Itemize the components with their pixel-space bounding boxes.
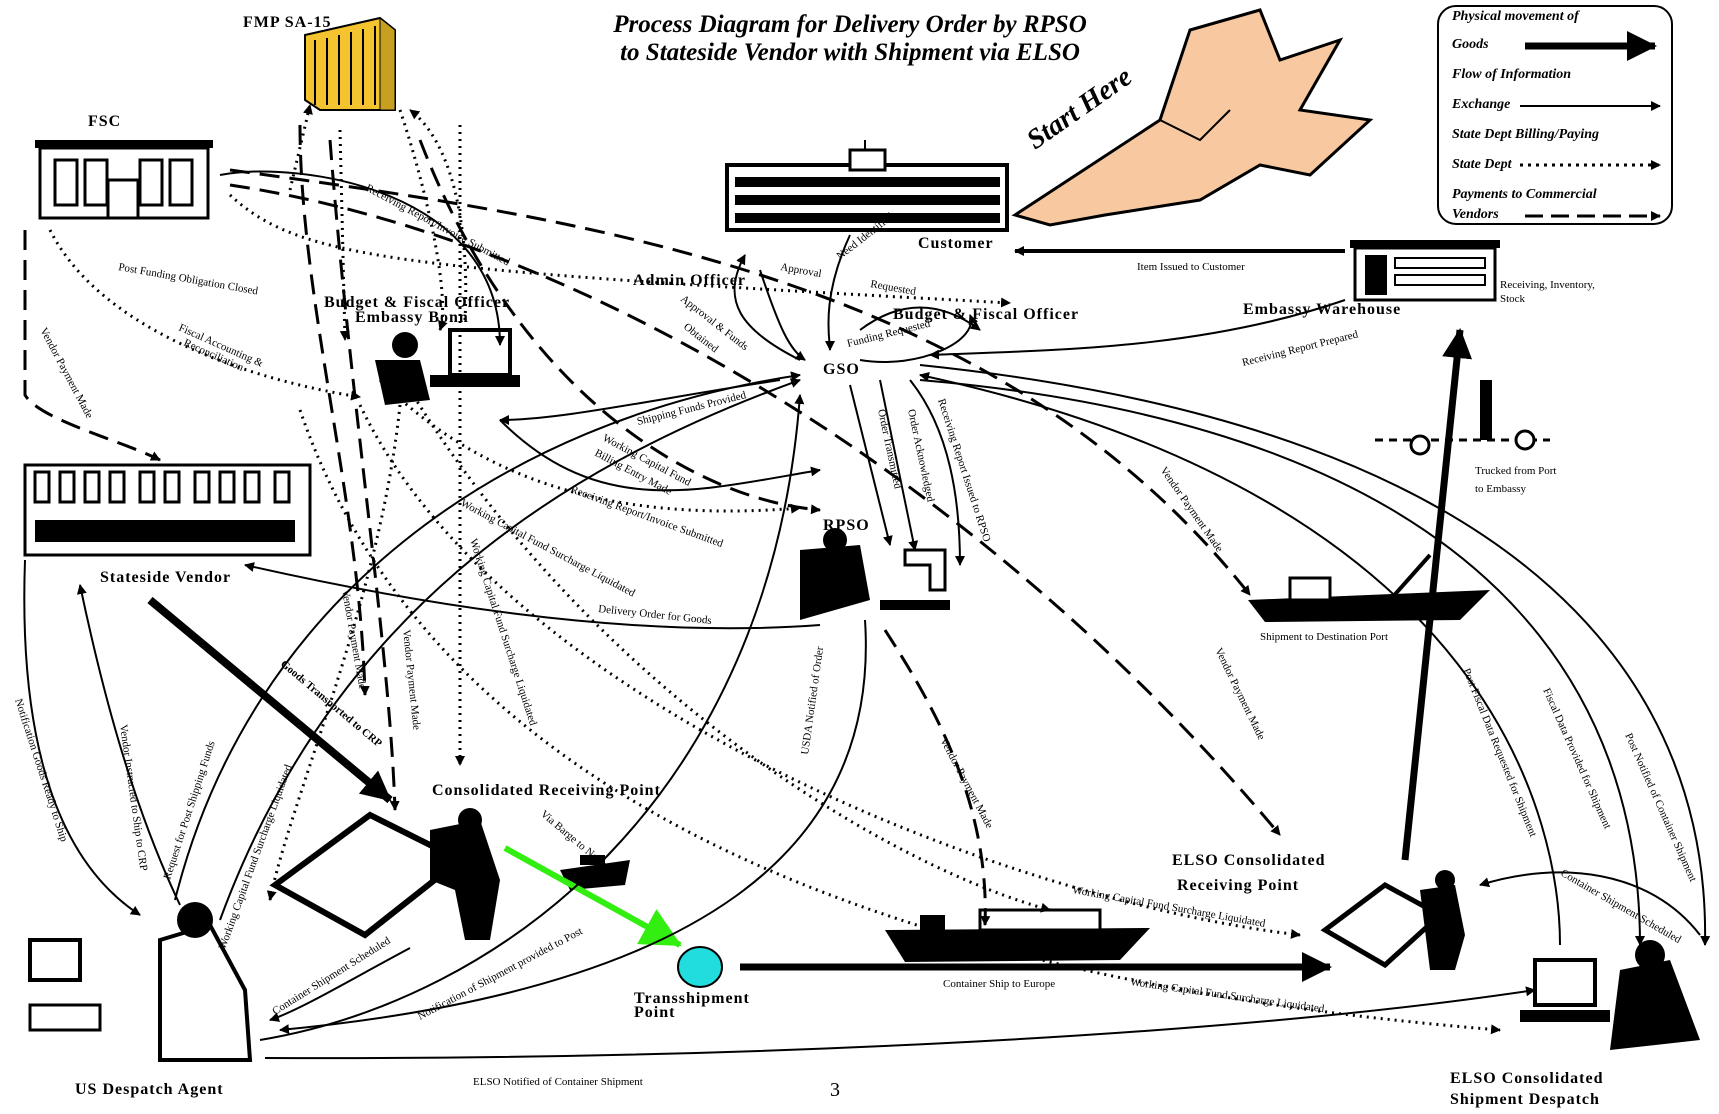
- node-transship-line2: Point: [634, 1004, 675, 1021]
- legend-state-line1: State Dept Billing/Paying: [1452, 127, 1599, 142]
- worker-at-computer-icon: [30, 902, 250, 1060]
- label-receiving-report-prepared: Receiving Report Prepared: [1241, 328, 1360, 369]
- node-budget-embassy-line2: Embassy Bonn: [355, 309, 469, 326]
- cargo-worker-icon: [1325, 870, 1465, 970]
- arrow-delivery-order: [245, 565, 820, 628]
- office-building-icon: [305, 18, 395, 110]
- truck-icon: [1375, 380, 1550, 454]
- label-approval: Approval: [779, 261, 822, 280]
- label-container-scheduled-l: Container Shipment Scheduled: [270, 935, 393, 1018]
- legend: Physical movement of Goods Flow of Infor…: [1438, 6, 1672, 224]
- label-vendor-payment-a: Vendor Payment Made: [400, 629, 422, 731]
- cargo-worker-icon: [275, 808, 500, 940]
- label-receiving-inventory-line2: Stock: [1500, 293, 1526, 305]
- legend-info-line1: Flow of Information: [1451, 67, 1571, 82]
- worker-at-computer-icon: [375, 330, 520, 405]
- worker-at-computer-icon: [1520, 940, 1700, 1050]
- arrow-vendor-payment-d: [230, 185, 1280, 835]
- node-stateside: Stateside Vendor: [100, 569, 231, 586]
- node-elso-crp-line1: ELSO Consolidated: [1172, 852, 1325, 869]
- label-request-funds: Request for Post Shipping Funds: [161, 739, 217, 880]
- legend-goods-line2: Goods: [1452, 37, 1489, 52]
- label-elso-notified: ELSO Notified of Container Shipment: [473, 1076, 643, 1088]
- fsc-building-icon: [35, 140, 213, 218]
- label-vendor-payment-c: Vendor Payment Made: [937, 736, 995, 831]
- legend-info-line2: Exchange: [1451, 97, 1510, 112]
- node-elso-csd-line1: ELSO Consolidated: [1450, 1070, 1603, 1087]
- label-container-scheduled-r: Container Shipment Scheduled: [1559, 867, 1684, 946]
- label-goods-transported: Goods Transported to CRP: [278, 658, 384, 750]
- label-notification-shipment: Notification of Shipment provided to Pos…: [416, 925, 585, 1022]
- label-receiving-report-invoice: Receiving Report/Invoice Submitted: [569, 484, 725, 551]
- ship-icon: [1248, 555, 1490, 622]
- label-order-transmitted: Order Transmitted: [875, 408, 904, 490]
- node-us-agent: US Despatch Agent: [75, 1081, 224, 1098]
- arrow-approval-funds: [760, 270, 805, 360]
- warehouse-icon: [1350, 240, 1500, 300]
- label-receiving-inventory-line1: Receiving, Inventory,: [1500, 279, 1595, 291]
- label-receiving-report-rpso: Receiving Report Issued to RPSO: [935, 397, 993, 543]
- label-vendor-instructed: Vendor Instructed to Ship to CRP: [117, 724, 149, 872]
- arrow-container-scheduled-l: [270, 948, 410, 1020]
- label-wcf-surcharge-5: Working Capital Fund Surcharge Liquidate…: [1130, 976, 1326, 1015]
- node-fsc: FSC: [88, 113, 121, 130]
- legend-state-line2: State Dept: [1452, 157, 1513, 172]
- node-crp: Consolidated Receiving Point: [432, 782, 661, 799]
- diagram-title-line2: to Stateside Vendor with Shipment via EL…: [620, 39, 1080, 66]
- node-fmp: FMP SA-15: [243, 14, 332, 31]
- node-gso: GSO: [823, 361, 860, 378]
- node-warehouse: Embassy Warehouse: [1243, 301, 1401, 318]
- label-container-ship: Container Ship to Europe: [943, 978, 1055, 990]
- node-elso-crp-line2: Receiving Point: [1177, 877, 1299, 894]
- label-wcf-surcharge-3: Working Capital Fund Surcharge Liquidate…: [217, 763, 295, 951]
- label-trucked-line2: to Embassy: [1475, 483, 1527, 495]
- node-elso-csd-line2: Shipment Despatch: [1450, 1091, 1600, 1108]
- transshipment-point-icon: [678, 947, 722, 987]
- legend-vendors-line2: Vendors: [1452, 207, 1499, 222]
- worker-at-computer-icon: [800, 528, 950, 620]
- start-here-label: Start Here: [1021, 61, 1138, 156]
- node-rpso: RPSO: [823, 517, 870, 534]
- label-notification-goods: Notification Goods Ready to Ship: [12, 697, 70, 844]
- label-via-barge: Via Barge to Norfolk: [538, 808, 617, 877]
- label-vendor-payment-mid: Vendor Payment Made: [339, 588, 368, 689]
- label-trucked-line1: Trucked from Port: [1475, 465, 1556, 477]
- label-vendor-payment-fsc: Vendor Payment Made: [37, 326, 95, 421]
- vendor-building-icon: [25, 465, 310, 555]
- label-post-funding: Post Funding Obligation Closed: [117, 261, 259, 297]
- label-vendor-payment-right: Vendor Payment Made: [1158, 465, 1226, 555]
- label-requested: Requested: [869, 278, 917, 298]
- label-vendor-payment-b: Vendor Payment Made: [1212, 646, 1267, 742]
- label-shipment-destination: Shipment to Destination Port: [1260, 631, 1388, 643]
- label-receiving-report-fsc: Receiving Report/Invoice Submitted: [364, 182, 512, 269]
- arrow-wcf-4: [360, 405, 1300, 935]
- legend-goods-line1: Physical movement of: [1452, 9, 1580, 24]
- label-usda: USDA Notified of Order: [799, 645, 826, 755]
- label-wcf-surcharge-2: Working Capital Fund Surcharge Liquidate…: [467, 537, 539, 727]
- page-number: 3: [830, 1079, 840, 1101]
- legend-vendors-line1: Payments to Commercial: [1452, 187, 1597, 202]
- label-item-issued: Item Issued to Customer: [1137, 261, 1245, 273]
- government-building-icon: [727, 140, 1007, 230]
- node-customer: Customer: [918, 235, 994, 252]
- arrow-fiscal-accounting: [50, 230, 360, 397]
- label-post-fiscal-data: Post Fiscal Data Requested for Shipment: [1460, 667, 1539, 839]
- label-fiscal-data-provided: Fiscal Data Provided for Shipment: [1540, 686, 1613, 830]
- diagram-title-line1: Process Diagram for Delivery Order by RP…: [612, 11, 1087, 38]
